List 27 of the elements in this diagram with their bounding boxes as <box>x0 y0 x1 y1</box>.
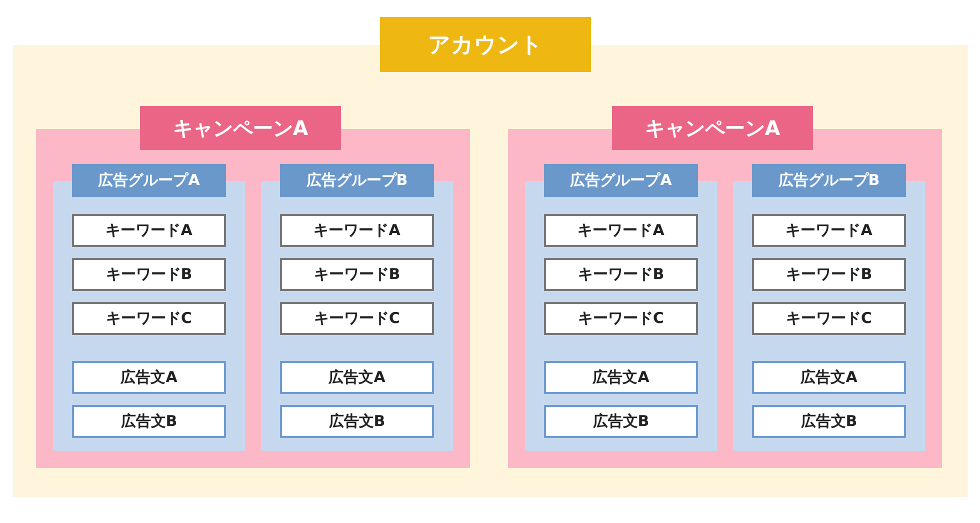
ad-group-label: 広告グループA <box>72 164 226 197</box>
keyword-box: キーワードA <box>544 214 698 247</box>
keyword-box: キーワードC <box>752 302 906 335</box>
keyword-box: キーワードA <box>72 214 226 247</box>
keyword-box: キーワードB <box>72 258 226 291</box>
keyword-box: キーワードA <box>752 214 906 247</box>
keyword-box: キーワードC <box>544 302 698 335</box>
campaign-label: キャンペーンA <box>612 106 813 150</box>
ad-group-label: 広告グループB <box>280 164 434 197</box>
ad-text-box: 広告文B <box>544 405 698 438</box>
keyword-box: キーワードB <box>280 258 434 291</box>
ad-text-box: 広告文A <box>544 361 698 394</box>
ad-text-box: 広告文A <box>72 361 226 394</box>
ad-text-box: 広告文B <box>280 405 434 438</box>
ad-text-box: 広告文A <box>752 361 906 394</box>
ad-group-label: 広告グループB <box>752 164 906 197</box>
keyword-box: キーワードC <box>72 302 226 335</box>
ad-text-box: 広告文B <box>72 405 226 438</box>
keyword-box: キーワードC <box>280 302 434 335</box>
keyword-box: キーワードB <box>544 258 698 291</box>
ad-group-label: 広告グループA <box>544 164 698 197</box>
ad-text-box: 広告文B <box>752 405 906 438</box>
keyword-box: キーワードB <box>752 258 906 291</box>
ad-text-box: 広告文A <box>280 361 434 394</box>
campaign-label: キャンペーンA <box>140 106 341 150</box>
account-label: アカウント <box>380 17 591 72</box>
keyword-box: キーワードA <box>280 214 434 247</box>
